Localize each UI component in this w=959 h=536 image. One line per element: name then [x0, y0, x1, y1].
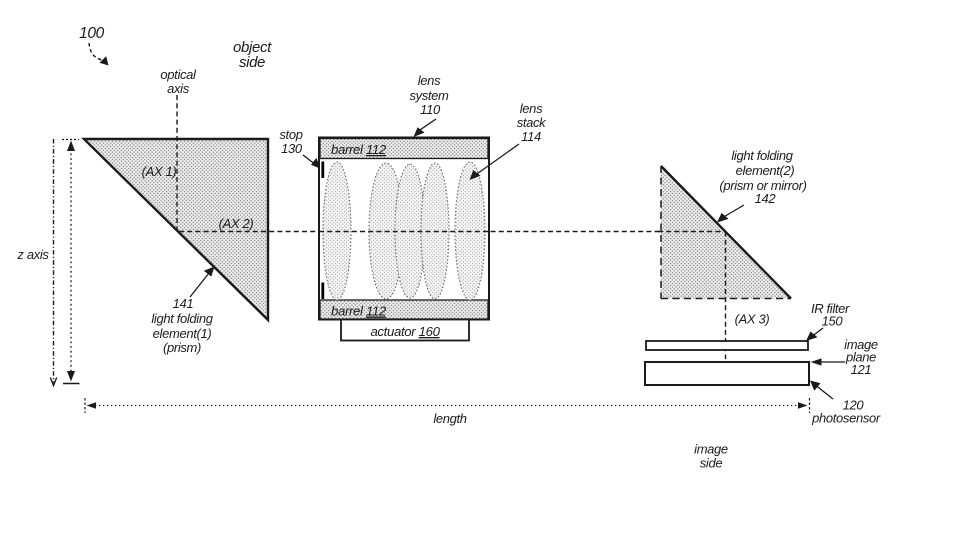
svg-text:(prism): (prism) [163, 340, 201, 355]
svg-text:120: 120 [843, 398, 865, 413]
svg-text:light folding: light folding [151, 311, 213, 326]
svg-text:100: 100 [79, 25, 105, 42]
svg-text:side: side [700, 456, 723, 471]
svg-text:(AX 1): (AX 1) [142, 164, 177, 179]
svg-text:(AX 2): (AX 2) [219, 216, 254, 231]
svg-text:photosensor: photosensor [811, 411, 881, 426]
svg-text:optical: optical [160, 67, 197, 82]
svg-text:150: 150 [822, 314, 844, 329]
svg-text:(prism or mirror): (prism or mirror) [719, 178, 806, 193]
svg-text:barrel 112: barrel 112 [331, 304, 387, 319]
svg-text:lens: lens [418, 73, 441, 88]
svg-text:110: 110 [420, 102, 441, 117]
svg-text:z axis: z axis [16, 247, 49, 262]
svg-text:light folding: light folding [731, 148, 793, 163]
svg-text:plane: plane [845, 350, 876, 365]
svg-text:element(2): element(2) [736, 163, 795, 178]
svg-text:stop: stop [279, 127, 302, 142]
svg-text:130: 130 [281, 141, 303, 156]
svg-text:stack: stack [517, 115, 547, 130]
svg-text:barrel 112: barrel 112 [331, 142, 387, 157]
svg-text:image: image [694, 442, 728, 457]
svg-text:142: 142 [755, 191, 777, 206]
svg-text:image: image [844, 337, 878, 352]
svg-text:141: 141 [173, 296, 194, 311]
svg-text:IR filter: IR filter [811, 301, 850, 316]
svg-text:lens: lens [520, 101, 543, 116]
svg-text:121: 121 [851, 362, 872, 377]
svg-text:actuator 160: actuator 160 [370, 324, 440, 339]
svg-text:system: system [409, 88, 449, 103]
svg-text:axis: axis [167, 81, 190, 96]
svg-text:object: object [233, 39, 272, 56]
svg-text:114: 114 [521, 129, 541, 144]
svg-text:element(1): element(1) [153, 326, 212, 341]
svg-text:side: side [239, 54, 265, 71]
svg-text:length: length [433, 411, 466, 426]
svg-text:(AX 3): (AX 3) [735, 312, 770, 327]
